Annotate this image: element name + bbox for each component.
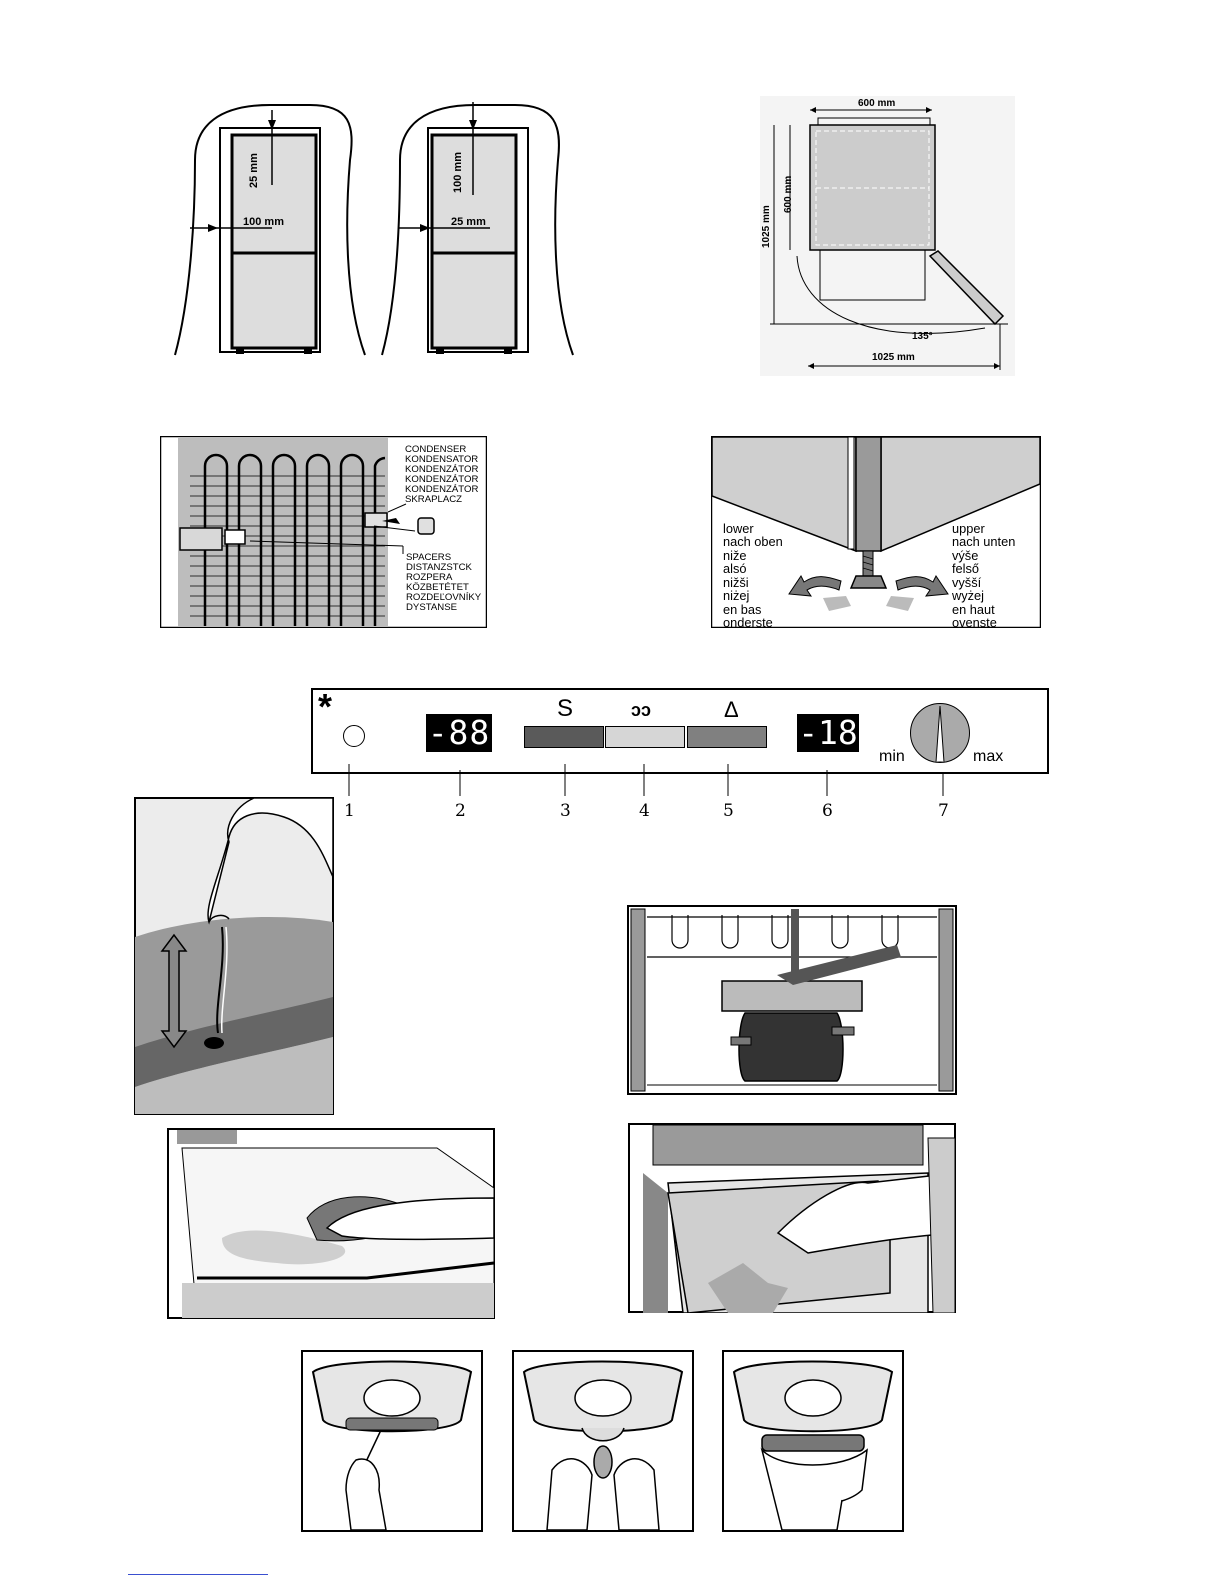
left-display: -88 <box>426 714 492 752</box>
upper-label-list: upper nach unten výše felső vyšší wyżej … <box>952 521 1016 630</box>
upper-label: en haut <box>952 601 995 617</box>
condenser-label: SKRAPLACZ <box>405 494 463 506</box>
drawer-removal-figure <box>628 1123 956 1313</box>
light-cover-figure-3 <box>722 1350 904 1532</box>
lower-label: nižši <box>723 574 749 590</box>
condenser-figure <box>160 436 487 628</box>
control-panel: * -88 S ↄↄ Δ -18 min max <box>311 686 1049 774</box>
clearance-right-unit <box>381 102 574 356</box>
dial-max-label: max <box>973 748 1004 765</box>
callout-2: 2 <box>455 801 466 821</box>
callout-1: 1 <box>344 801 355 821</box>
lower-label: onderste <box>723 614 773 630</box>
dim-angle-label: 135° <box>912 331 933 342</box>
dim-width-open-label: 1025 mm <box>872 352 915 363</box>
spacer-label: SPACERS <box>406 552 452 563</box>
footer-link-underline <box>128 1574 268 1575</box>
button-s-symbol: S <box>557 695 574 722</box>
spacer-label: KÖZBETÉTET <box>406 582 469 594</box>
button-delta-symbol: Δ <box>724 697 739 722</box>
dial-min-label: min <box>879 748 905 765</box>
button-mid[interactable] <box>605 726 685 748</box>
clearance-right-side-label: 25 mm <box>451 216 486 228</box>
dial-pointer-icon <box>935 705 945 762</box>
callout-3: 3 <box>560 801 571 821</box>
callout-5: 5 <box>723 801 734 821</box>
spacer-label: ROZPERA <box>406 572 453 584</box>
button-delta[interactable] <box>687 726 767 748</box>
right-display: -18 <box>797 714 859 752</box>
drain-cleaning-figure <box>134 797 334 1115</box>
fast-freeze-symbol: * <box>318 686 333 727</box>
lower-label: en bas <box>723 601 762 617</box>
upper-label: vyšší <box>952 574 982 590</box>
light-cover-figure-2 <box>512 1350 694 1532</box>
upper-label: výše <box>952 547 979 563</box>
lower-label-list: lower nach oben niže alsó nižši niżej en… <box>723 521 783 630</box>
condenser-label: KONDENZÁTOR <box>405 474 479 486</box>
button-mid-symbol: ↄↄ <box>631 700 652 720</box>
light-cover-figure-1 <box>301 1350 483 1532</box>
spacer-label: ROZDEĽOVNÍKY <box>406 592 482 604</box>
upper-label: nach unten <box>952 534 1016 550</box>
upper-label: upper <box>952 521 985 536</box>
clearance-left-side-label: 100 mm <box>243 216 284 228</box>
lower-label: alsó <box>723 561 747 577</box>
spacer-label: DYSTANSE <box>406 602 457 614</box>
clearance-left-unit <box>174 104 366 356</box>
condenser-coil <box>203 453 386 626</box>
condenser-label: KONDENSATOR <box>405 454 479 466</box>
upper-label: wyżej <box>952 588 984 604</box>
dimension-figure <box>760 96 1015 376</box>
condenser-label: KONDENZÁTOR <box>405 464 479 476</box>
callout-4: 4 <box>639 801 650 821</box>
fast-freeze-button[interactable] <box>343 725 365 747</box>
spacer-label: DISTANZSTCK <box>406 562 472 574</box>
lower-label: nach oben <box>723 534 783 550</box>
dim-depth-open-label: 1025 mm <box>761 205 772 248</box>
compressor-figure <box>627 905 957 1095</box>
lower-label: niže <box>723 547 747 563</box>
dim-depth-label: 600 mm <box>783 175 794 213</box>
condenser-label: CONDENSER <box>405 444 467 455</box>
right-display-digits: -18 <box>798 713 858 752</box>
temperature-dial[interactable] <box>910 703 970 763</box>
left-display-digits: -88 <box>427 713 491 752</box>
condenser-label-list: CONDENSER KONDENSATOR KONDENZÁTOR KONDEN… <box>405 444 479 506</box>
spacer-label-list: SPACERS DISTANZSTCK ROZPERA KÖZBETÉTET R… <box>406 552 482 614</box>
leveling-figure <box>711 436 1041 628</box>
clearance-left-top-label: 25 mm <box>248 153 260 188</box>
dim-width-label: 600 mm <box>858 98 896 109</box>
callout-6: 6 <box>822 801 833 821</box>
panel-callout-lines <box>348 764 944 796</box>
clearance-right-top-label: 100 mm <box>452 152 464 193</box>
upper-label: felső <box>952 561 980 577</box>
condenser-label: KONDENZÁTOR <box>405 484 479 496</box>
button-s[interactable] <box>524 726 604 748</box>
upper-label: ovenste <box>952 614 997 630</box>
lower-label: niżej <box>723 588 750 604</box>
lower-label: lower <box>723 521 754 536</box>
clearance-figure <box>174 102 574 356</box>
wipe-shelf-figure <box>167 1128 495 1319</box>
callout-7: 7 <box>938 801 949 821</box>
